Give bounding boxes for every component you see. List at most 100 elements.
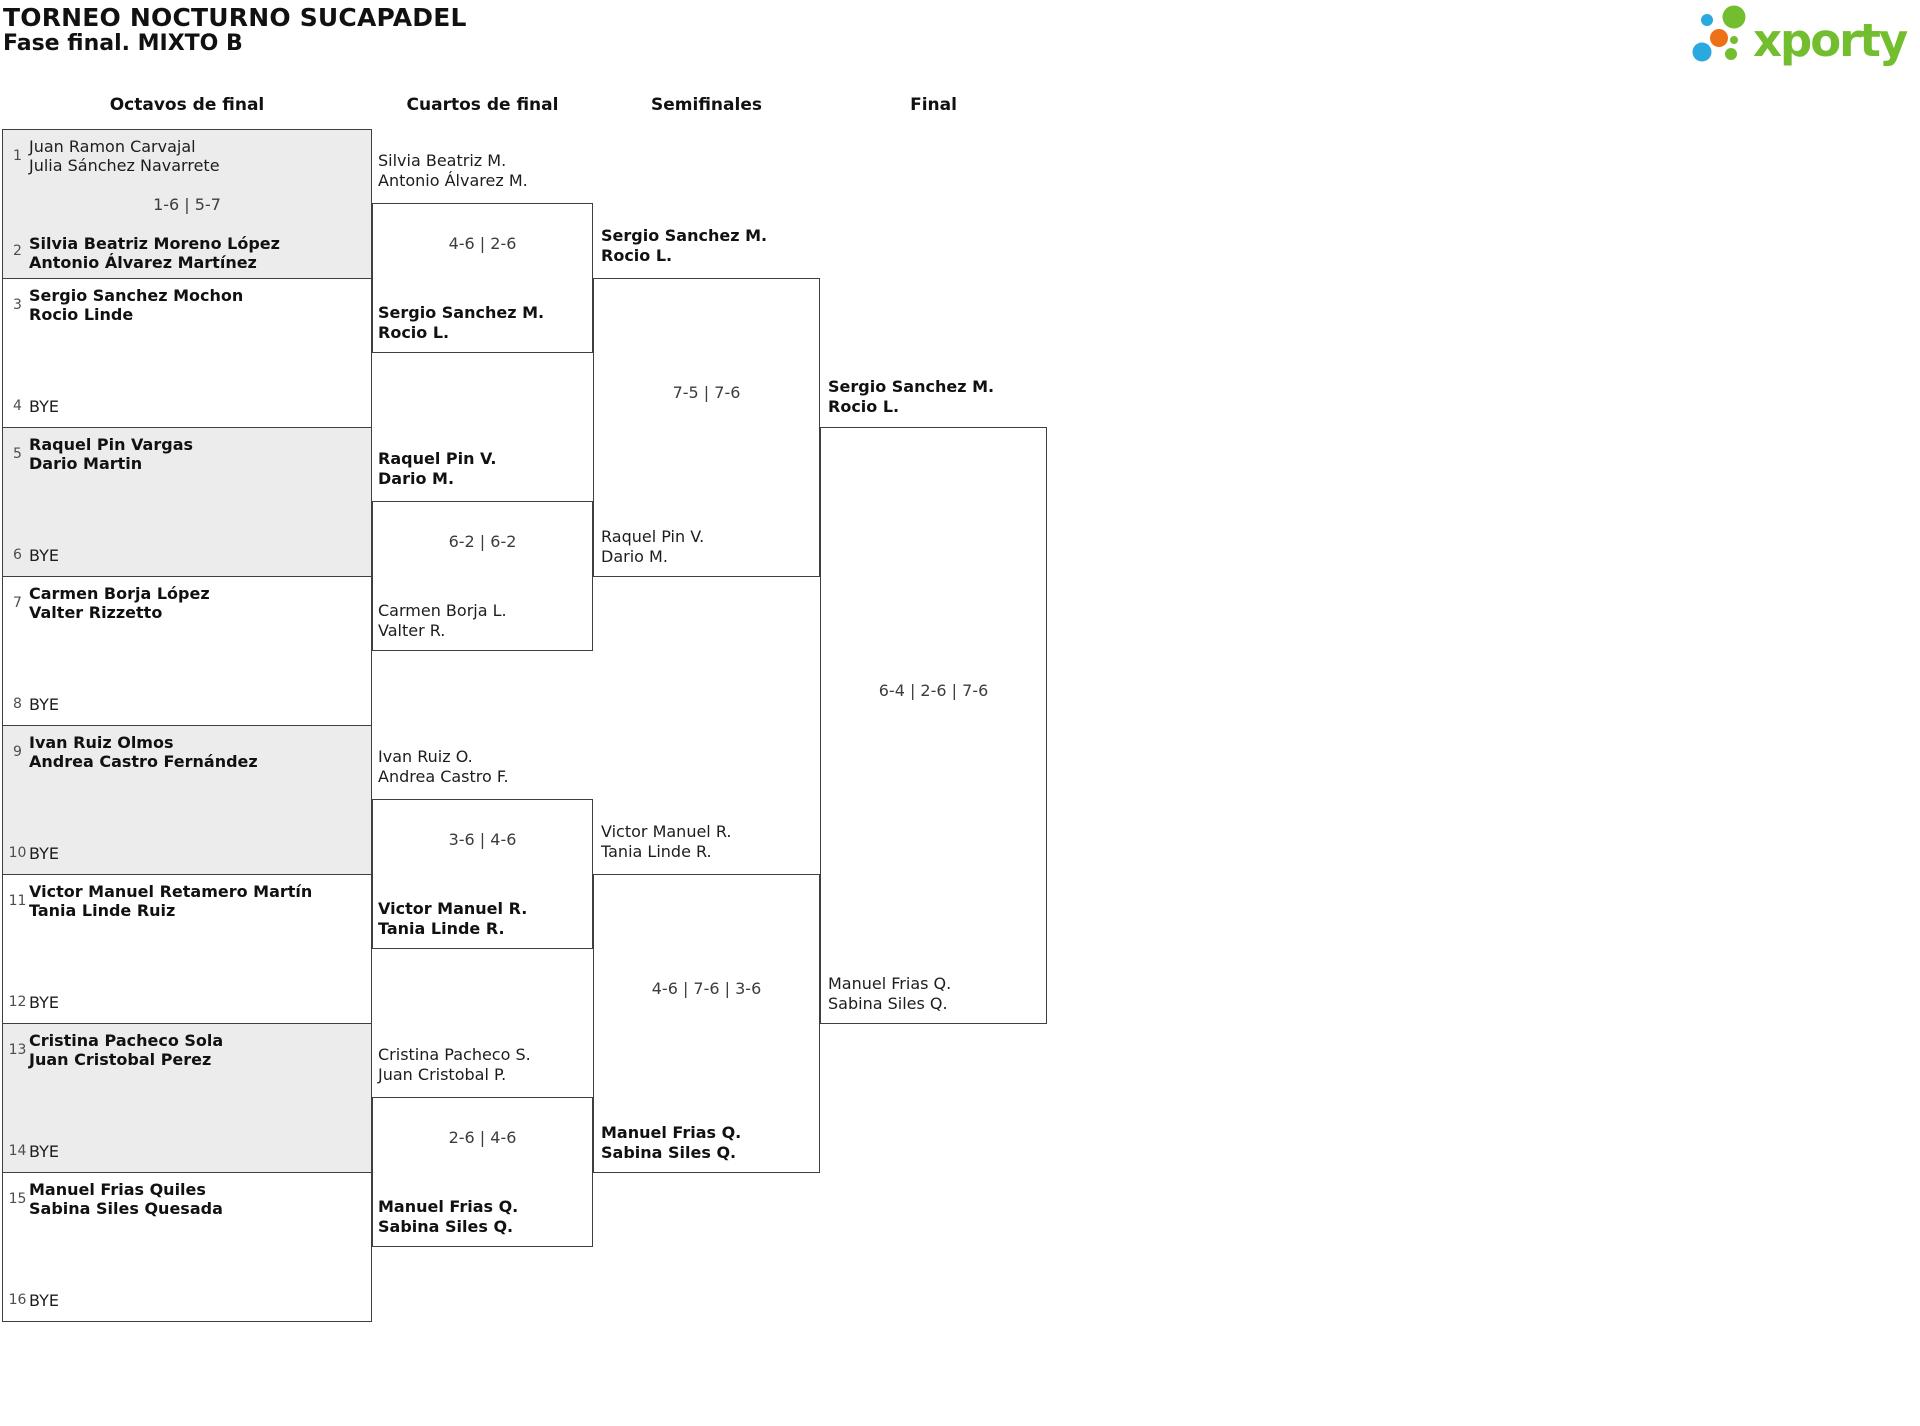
player-name: Antonio Álvarez Martínez	[29, 253, 257, 272]
seed-number: 11	[8, 893, 27, 909]
player-name: Sabina Siles Q.	[601, 1143, 737, 1162]
xporty-logo-text: xporty	[1753, 14, 1908, 67]
player-name: Rocio Linde	[29, 305, 134, 324]
match-score: 3-6 | 4-6	[448, 830, 517, 849]
seed-number: 15	[8, 1191, 27, 1207]
player-name: Sabina Siles Q.	[828, 994, 948, 1013]
r16-match-4: 7 Carmen Borja López Valter Rizzetto 8 B…	[2, 576, 372, 726]
player-name: Victor Manuel R.	[378, 899, 528, 918]
player-name: Valter R.	[378, 621, 446, 640]
player-name: Sergio Sanchez M.	[828, 377, 995, 396]
match-score: 2-6 | 4-6	[448, 1128, 517, 1147]
r16-match-7: 13 Cristina Pacheco Sola Juan Cristobal …	[2, 1023, 372, 1173]
seed-number: 10	[8, 845, 27, 861]
match-score: 1-6 | 5-7	[153, 195, 221, 214]
sf-match-2-box: 4-6 | 7-6 | 3-6	[593, 874, 820, 1173]
qf-entrant: Ivan Ruiz O. Andrea Castro F.	[378, 747, 509, 787]
player-name: Tania Linde R.	[601, 842, 712, 861]
player-name: Manuel Frias Q.	[378, 1197, 519, 1216]
player-name: Sergio Sanchez Mochon	[29, 286, 244, 305]
qf-entrant: Raquel Pin V. Dario M.	[378, 449, 496, 489]
player-name: Sergio Sanchez M.	[378, 303, 545, 322]
pair-names: Ivan Ruiz Olmos Andrea Castro Fernández	[29, 733, 367, 771]
pair-names: Cristina Pacheco Sola Juan Cristobal Per…	[29, 1031, 367, 1069]
player-name: Tania Linde Ruiz	[29, 901, 176, 920]
bye-label: BYE	[29, 1291, 59, 1310]
player-name: Sabina Siles Q.	[378, 1217, 514, 1236]
player-name: Manuel Frias Q.	[828, 974, 952, 993]
player-name: Dario M.	[601, 547, 668, 566]
seed-number: 8	[13, 696, 22, 712]
qf-match-4-box: 2-6 | 4-6	[372, 1097, 593, 1247]
sf-entrant: Raquel Pin V. Dario M.	[601, 527, 704, 567]
round-header-final: Final	[910, 95, 957, 115]
bye-label: BYE	[29, 397, 59, 416]
pair-names: Silvia Beatriz Moreno López Antonio Álva…	[29, 234, 367, 272]
pair-names: Juan Ramon Carvajal Julia Sánchez Navarr…	[29, 137, 367, 175]
final-match-box: 6-4 | 2-6 | 7-6	[820, 427, 1047, 1024]
r16-match-3: 5 Raquel Pin Vargas Dario Martin 6 BYE	[2, 427, 372, 577]
pair-names: Sergio Sanchez Mochon Rocio Linde	[29, 286, 367, 324]
bye-label: BYE	[29, 1142, 59, 1161]
player-name: Valter Rizzetto	[29, 603, 163, 622]
xporty-logo[interactable]: xporty	[1690, 2, 1918, 68]
match-score: 4-6 | 7-6 | 3-6	[651, 979, 762, 998]
player-name: Cristina Pacheco S.	[378, 1045, 531, 1064]
player-name: Juan Ramon Carvajal	[29, 137, 196, 156]
seed-number: 12	[8, 994, 27, 1010]
player-name: Andrea Castro F.	[378, 767, 509, 786]
player-name: Juan Cristobal P.	[378, 1065, 507, 1084]
seed-number: 16	[8, 1292, 27, 1308]
seed-number: 1	[13, 148, 22, 164]
qf-match-3-box: 3-6 | 4-6	[372, 799, 593, 949]
seed-number: 13	[8, 1042, 27, 1058]
qf-match-2-box: 6-2 | 6-2	[372, 501, 593, 651]
qf-entrant: Victor Manuel R. Tania Linde R.	[378, 899, 527, 939]
player-name: Julia Sánchez Navarrete	[29, 156, 220, 175]
match-score: 7-5 | 7-6	[672, 383, 741, 402]
player-name: Sergio Sanchez M.	[601, 226, 768, 245]
player-name: Raquel Pin V.	[601, 527, 705, 546]
seed-number: 6	[13, 547, 22, 563]
player-name: Victor Manuel R.	[601, 822, 732, 841]
r16-match-8: 15 Manuel Frias Quiles Sabina Siles Ques…	[2, 1172, 372, 1322]
player-name: Tania Linde R.	[378, 919, 505, 938]
match-score: 6-2 | 6-2	[448, 532, 517, 551]
page-title: TORNEO NOCTURNO SUCAPADEL	[3, 3, 467, 32]
qf-entrant: Cristina Pacheco S. Juan Cristobal P.	[378, 1045, 531, 1085]
seed-number: 5	[13, 446, 22, 462]
player-name: Rocio L.	[828, 397, 900, 416]
pair-names: Raquel Pin Vargas Dario Martin	[29, 435, 367, 473]
player-name: Rocio L.	[378, 323, 450, 342]
player-name: Victor Manuel Retamero Martín	[29, 882, 313, 901]
seed-number: 9	[13, 744, 22, 760]
player-name: Raquel Pin Vargas	[29, 435, 194, 454]
pair-names: Victor Manuel Retamero Martín Tania Lind…	[29, 882, 367, 920]
bye-label: BYE	[29, 993, 59, 1012]
qf-match-1-box: 4-6 | 2-6	[372, 203, 593, 353]
player-name: Ivan Ruiz Olmos	[29, 733, 174, 752]
sf-match-1-box: 7-5 | 7-6	[593, 278, 820, 577]
player-name: Rocio L.	[601, 246, 673, 265]
player-name: Manuel Frias Q.	[601, 1123, 742, 1142]
round-header-semifinales: Semifinales	[651, 95, 762, 115]
final-entrant: Sergio Sanchez M. Rocio L.	[828, 377, 994, 417]
r16-match-2: 3 Sergio Sanchez Mochon Rocio Linde 4 BY…	[2, 278, 372, 428]
seed-number: 14	[8, 1143, 27, 1159]
r16-match-5: 9 Ivan Ruiz Olmos Andrea Castro Fernánde…	[2, 725, 372, 875]
bye-label: BYE	[29, 546, 59, 565]
player-name: Ivan Ruiz O.	[378, 747, 473, 766]
player-name: Sabina Siles Quesada	[29, 1199, 223, 1218]
pair-names: Manuel Frias Quiles Sabina Siles Quesada	[29, 1180, 367, 1218]
bye-label: BYE	[29, 695, 59, 714]
bye-label: BYE	[29, 844, 59, 863]
qf-entrant: Sergio Sanchez M. Rocio L.	[378, 303, 544, 343]
match-score: 6-4 | 2-6 | 7-6	[878, 681, 989, 700]
seed-number: 7	[13, 595, 22, 611]
player-name: Raquel Pin V.	[378, 449, 497, 468]
seed-number: 3	[13, 297, 22, 313]
pair-names: Carmen Borja López Valter Rizzetto	[29, 584, 367, 622]
qf-entrant: Silvia Beatriz M. Antonio Álvarez M.	[378, 151, 528, 191]
player-name: Manuel Frias Quiles	[29, 1180, 206, 1199]
xporty-logo-dots-icon	[1692, 5, 1746, 62]
